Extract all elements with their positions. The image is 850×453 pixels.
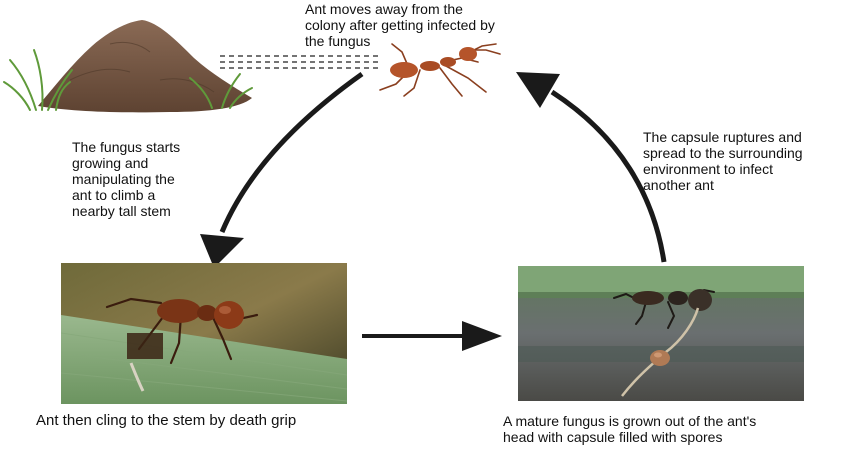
ant-illustration bbox=[379, 43, 501, 97]
caption-mature-fungus: A mature fungus is grown out of the ant'… bbox=[503, 413, 756, 445]
photo-mature-fungus bbox=[518, 266, 804, 401]
arrow-to-mature-fungus bbox=[362, 321, 502, 351]
ant-colony-mound bbox=[38, 20, 252, 113]
caption-line: Ant then cling to the stem by death grip bbox=[36, 412, 297, 429]
caption-line: colony after getting infected by bbox=[305, 17, 495, 33]
caption-line: manipulating the bbox=[72, 171, 175, 187]
caption-line: The capsule ruptures and bbox=[643, 129, 802, 145]
arrow-to-new-ant bbox=[516, 72, 667, 263]
arrow-to-stem bbox=[200, 71, 364, 268]
caption-line: the fungus bbox=[305, 33, 371, 49]
caption-line: spread to the surrounding bbox=[643, 145, 803, 161]
grass-left bbox=[3, 49, 73, 111]
caption-ant-leaves-colony: Ant moves away from the colony after get… bbox=[305, 1, 495, 49]
caption-line: head with capsule filled with spores bbox=[503, 429, 723, 445]
caption-death-grip: Ant then cling to the stem by death grip bbox=[36, 413, 296, 429]
caption-line: Ant moves away from the bbox=[305, 1, 463, 17]
caption-line: growing and bbox=[72, 155, 149, 171]
caption-line: The fungus starts bbox=[72, 139, 181, 155]
photo-ant-death-grip bbox=[61, 263, 347, 404]
caption-line: ant to climb a bbox=[72, 187, 156, 203]
caption-line: environment to infect bbox=[643, 161, 773, 177]
caption-capsule-ruptures: The capsule ruptures and spread to the s… bbox=[643, 129, 803, 193]
caption-line: another ant bbox=[643, 177, 714, 193]
caption-line: nearby tall stem bbox=[72, 203, 171, 219]
grass-right bbox=[189, 73, 253, 109]
caption-fungus-manipulates-ant: The fungus starts growing and manipulati… bbox=[72, 139, 180, 219]
ant-trail-lines bbox=[220, 55, 378, 69]
caption-line: A mature fungus is grown out of the ant'… bbox=[503, 413, 757, 429]
